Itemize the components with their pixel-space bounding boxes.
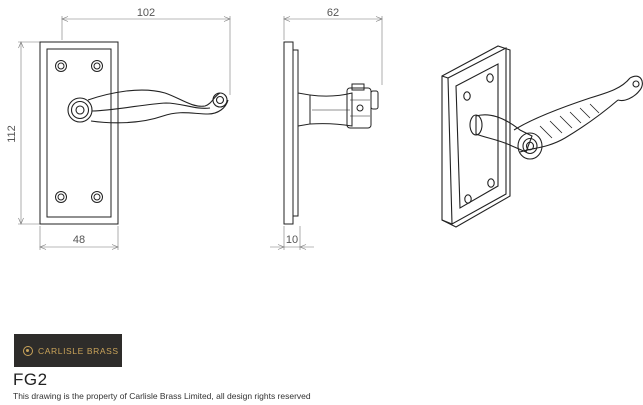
side-depth-label: 62 (327, 7, 339, 19)
iso-shank (475, 114, 533, 153)
front-backplate-inner (46, 48, 112, 218)
front-plate-width-label: 48 (73, 234, 85, 246)
iso-backplate-outer (441, 45, 511, 228)
side-thickness-label: 10 (286, 234, 298, 246)
front-screw-holes (55, 60, 103, 203)
side-thickness-dimension (270, 226, 314, 250)
front-backplate (39, 41, 119, 225)
logo-text: CARLISLE BRASS (38, 345, 119, 356)
front-view: 102 112 48 (6, 7, 231, 250)
iso-backplate-front (447, 47, 507, 225)
front-width-dimension (61, 16, 231, 95)
iso-screw-holes (463, 73, 495, 204)
side-depth-dimension (283, 16, 383, 85)
side-lever-end (346, 83, 379, 129)
side-shank (309, 92, 353, 127)
technical-drawing: 102 112 48 (6, 7, 643, 250)
side-rose (297, 92, 311, 127)
front-plate-width-dimension (39, 226, 119, 250)
front-height-label: 112 (6, 125, 18, 143)
front-height-dimension (18, 41, 40, 225)
front-width-label: 102 (137, 7, 155, 19)
brand-mark-icon (23, 345, 33, 356)
front-lever (67, 89, 229, 124)
product-code: FG2 (13, 370, 48, 389)
carlisle-brass-logo: CARLISLE BRASS (14, 334, 122, 367)
isometric-view (441, 45, 643, 228)
iso-backplate-inner (455, 63, 499, 209)
copyright-notice: This drawing is the property of Carlisle… (13, 391, 311, 401)
side-backplate-step (292, 49, 299, 217)
side-backplate (283, 41, 294, 225)
iso-lever (513, 75, 643, 160)
side-view: 62 10 (270, 7, 383, 250)
